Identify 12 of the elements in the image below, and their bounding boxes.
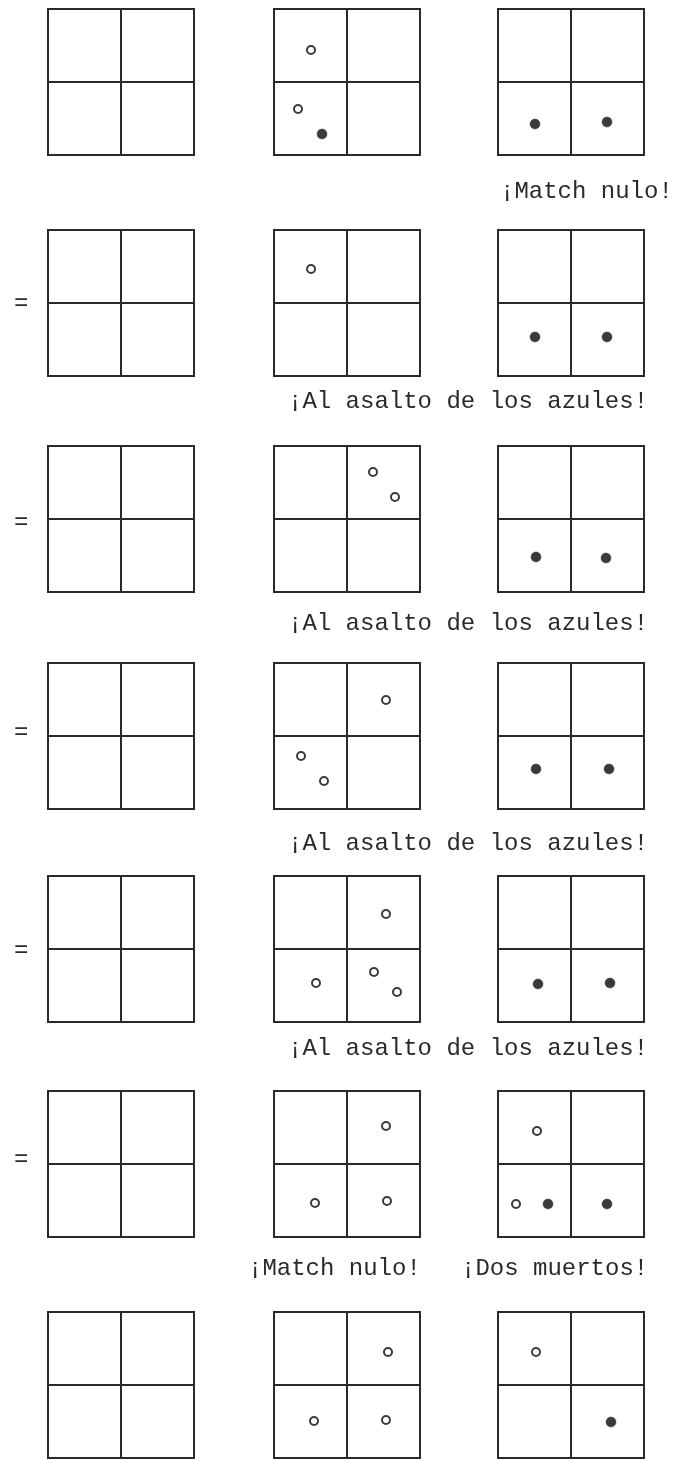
equals-sign: = [14,719,29,747]
equals-sign: = [14,509,29,537]
equals-sign: = [14,1146,29,1174]
caption: ¡Al asalto de los azules! [288,1035,649,1063]
caption: ¡Al asalto de los azules! [288,830,649,858]
equals-sign: = [14,937,29,965]
caption: ¡Al asalto de los azules! [288,388,649,416]
caption: ¡Dos muertos! [461,1255,649,1283]
caption: ¡Al asalto de los azules! [288,610,649,638]
caption: ¡Match nulo! [248,1255,421,1283]
equals-sign: = [14,290,29,318]
caption: ¡Match nulo! [500,178,673,206]
